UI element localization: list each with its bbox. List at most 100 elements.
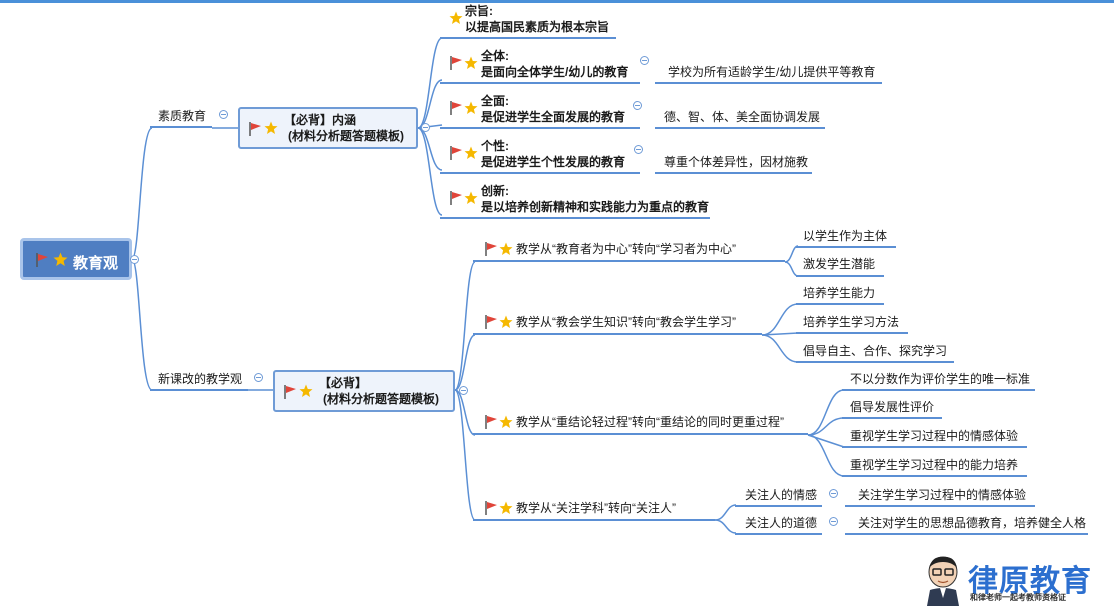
- suzhi-item-title: 创新:: [481, 184, 509, 198]
- star-icon: [464, 101, 478, 114]
- item-underline: [473, 260, 785, 262]
- collapse-toggle[interactable]: [829, 517, 838, 526]
- star-icon: [499, 415, 513, 428]
- logo-subtitle: 和律老师一起考教师资格证: [970, 593, 1066, 602]
- suzhi-node[interactable]: 【必背】内涵 (材料分析题答题模板): [238, 107, 418, 149]
- item-underline: [845, 533, 1088, 535]
- item-underline: [735, 505, 822, 507]
- sub-item: 重视学生学习过程中的能力培养: [850, 458, 1019, 472]
- sub-item: 不以分数作为评价学生的唯一标准: [850, 372, 1031, 386]
- collapse-toggle[interactable]: [633, 101, 642, 110]
- collapse-toggle[interactable]: [219, 110, 228, 119]
- collapse-toggle[interactable]: [640, 56, 649, 65]
- suzhi-item-text: 是促进学生全面发展的教育: [481, 110, 626, 124]
- item-underline: [473, 519, 715, 521]
- item-underline: [440, 37, 616, 39]
- suzhi-item-note: 德、智、体、美全面协调发展: [664, 110, 821, 124]
- teacher-avatar-icon: [927, 556, 959, 606]
- sub-note: 关注学生学习过程中的情感体验: [858, 488, 1027, 502]
- item-underline: [842, 446, 1027, 448]
- suzhi-item-text: 是以培养创新精神和实践能力为重点的教育: [481, 200, 710, 214]
- xinkegai-item-text: 教学从“关注学科”转向“关注人”: [516, 501, 676, 515]
- branch-underline: [150, 389, 248, 391]
- collapse-toggle[interactable]: [829, 489, 838, 498]
- suzhi-item-title: 个性:: [481, 139, 509, 153]
- collapse-toggle[interactable]: [421, 123, 430, 132]
- item-underline: [473, 433, 808, 435]
- root-node[interactable]: 教育观: [20, 238, 132, 280]
- suzhi-node-line1: 【必背】内涵: [284, 113, 357, 127]
- flag-icon: [450, 191, 462, 205]
- star-icon: [464, 56, 478, 69]
- item-underline: [735, 533, 822, 535]
- star-icon: [449, 11, 463, 24]
- item-underline: [655, 82, 882, 84]
- sub-item: 关注人的情感: [745, 488, 818, 502]
- xinkegai-node-line1: 【必背】: [319, 376, 368, 390]
- branch-underline: [150, 126, 212, 128]
- item-underline: [440, 127, 640, 129]
- suzhi-item-text: 以提高国民素质为根本宗旨: [465, 20, 610, 34]
- star-icon: [499, 501, 513, 514]
- flag-icon: [284, 385, 296, 399]
- item-underline: [440, 172, 640, 174]
- xinkegai-node[interactable]: 【必背】 (材料分析题答题模板): [273, 370, 455, 412]
- item-underline: [842, 475, 1027, 477]
- item-underline: [842, 389, 1035, 391]
- star-icon: [499, 242, 513, 255]
- top-accent-bar: [0, 0, 1114, 3]
- suzhi-item-title: 全面:: [481, 94, 509, 108]
- flag-icon: [485, 501, 497, 515]
- sub-item: 培养学生能力: [803, 286, 876, 300]
- collapse-toggle[interactable]: [254, 373, 263, 382]
- star-icon: [299, 384, 313, 397]
- branch-label-suzhi: 素质教育: [158, 109, 207, 123]
- star-icon: [464, 191, 478, 204]
- suzhi-item-note: 学校为所有适龄学生/幼儿提供平等教育: [668, 65, 876, 79]
- star-icon: [499, 315, 513, 328]
- branch-label-xinkegai: 新课改的教学观: [158, 372, 243, 386]
- brand-logo: 律原教育 和律老师一起考教师资格证: [920, 552, 1105, 610]
- sub-item: 培养学生学习方法: [803, 315, 900, 329]
- collapse-toggle[interactable]: [459, 386, 468, 395]
- item-underline: [845, 505, 1035, 507]
- flag-icon: [485, 315, 497, 329]
- item-underline: [842, 417, 942, 419]
- item-underline: [440, 82, 640, 84]
- xinkegai-node-line2: (材料分析题答题模板): [323, 392, 439, 406]
- item-underline: [473, 333, 762, 335]
- item-underline: [796, 303, 884, 305]
- item-underline: [655, 127, 825, 129]
- item-underline: [796, 332, 908, 334]
- suzhi-item-text: 是促进学生个性发展的教育: [481, 155, 626, 169]
- flag-icon: [485, 242, 497, 256]
- suzhi-item-title: 全体:: [481, 49, 509, 63]
- item-underline: [796, 275, 884, 277]
- flag-icon: [249, 122, 261, 136]
- flag-icon: [450, 101, 462, 115]
- suzhi-item-note: 尊重个体差异性，因材施教: [664, 155, 809, 169]
- flag-icon: [36, 253, 48, 267]
- sub-item: 激发学生潜能: [803, 257, 876, 271]
- item-underline: [796, 361, 954, 363]
- flag-icon: [450, 146, 462, 160]
- collapse-toggle[interactable]: [130, 255, 139, 264]
- item-underline: [796, 246, 896, 248]
- sub-item: 倡导发展性评价: [850, 400, 935, 414]
- star-icon: [53, 252, 68, 266]
- star-icon: [264, 121, 278, 134]
- xinkegai-item-text: 教学从“重结论轻过程”转向“重结论的同时更重过程”: [516, 415, 784, 429]
- sub-item: 倡导自主、合作、探究学习: [803, 344, 948, 358]
- logo-title: 律原教育: [968, 565, 1092, 598]
- sub-item: 重视学生学习过程中的情感体验: [850, 429, 1019, 443]
- star-icon: [464, 146, 478, 159]
- suzhi-node-line2: (材料分析题答题模板): [288, 129, 404, 143]
- collapse-toggle[interactable]: [634, 145, 643, 154]
- flag-icon: [450, 56, 462, 70]
- root-label: 教育观: [73, 255, 119, 272]
- suzhi-item-title: 宗旨:: [465, 4, 493, 18]
- flag-icon: [485, 415, 497, 429]
- sub-item: 以学生作为主体: [803, 229, 888, 243]
- item-underline: [440, 217, 710, 219]
